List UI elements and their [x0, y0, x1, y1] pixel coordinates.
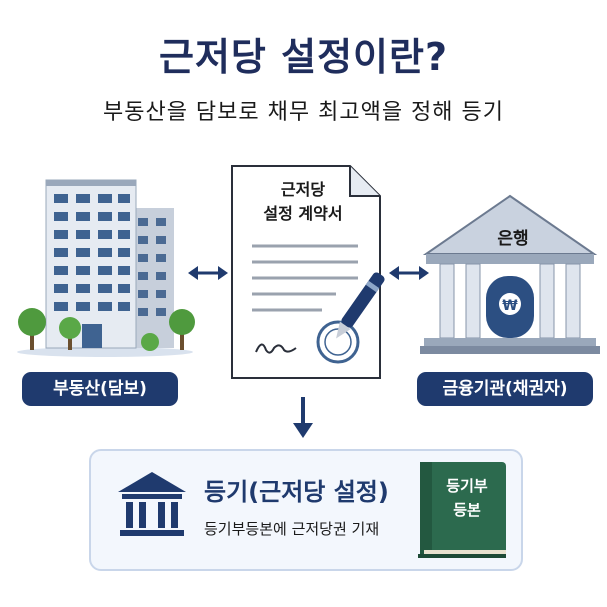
ledger-book-line1: 등기부 [446, 477, 488, 495]
pen-icon [336, 272, 385, 339]
registration-title: 등기(근저당 설정) [204, 478, 389, 506]
page-title: 근저당 설정이란? [159, 35, 448, 79]
down-arrow-icon [293, 397, 313, 438]
bank-sign: 은행 [497, 229, 529, 249]
ledger-book-label: 등기부 등본 [425, 474, 509, 522]
bank-building-icon: ₩ [420, 194, 600, 354]
lender-label: 금융기관(채권자) [417, 372, 593, 406]
seal-stamp-icon [316, 320, 360, 364]
apartment-building-icon [17, 179, 195, 357]
double-arrow-icon [188, 266, 228, 280]
property-label: 부동산(담보) [22, 372, 178, 406]
contract-title-line2: 설정 계약서 [263, 204, 343, 223]
double-arrow-icon [389, 266, 429, 280]
ledger-book-icon [418, 462, 506, 558]
svg-text:₩: ₩ [502, 298, 518, 314]
contract-document-icon [231, 165, 385, 379]
small-bank-icon [118, 472, 186, 536]
contract-title: 근저당 설정 계약서 [236, 178, 370, 226]
contract-title-line1: 근저당 [280, 180, 326, 199]
page-subtitle: 부동산을 담보로 채무 최고액을 정해 등기 [102, 100, 505, 125]
won-sign-icon: ₩ [499, 293, 521, 315]
registration-description: 등기부등본에 근저당권 기재 [204, 520, 380, 538]
ledger-book-line2: 등본 [453, 501, 481, 519]
